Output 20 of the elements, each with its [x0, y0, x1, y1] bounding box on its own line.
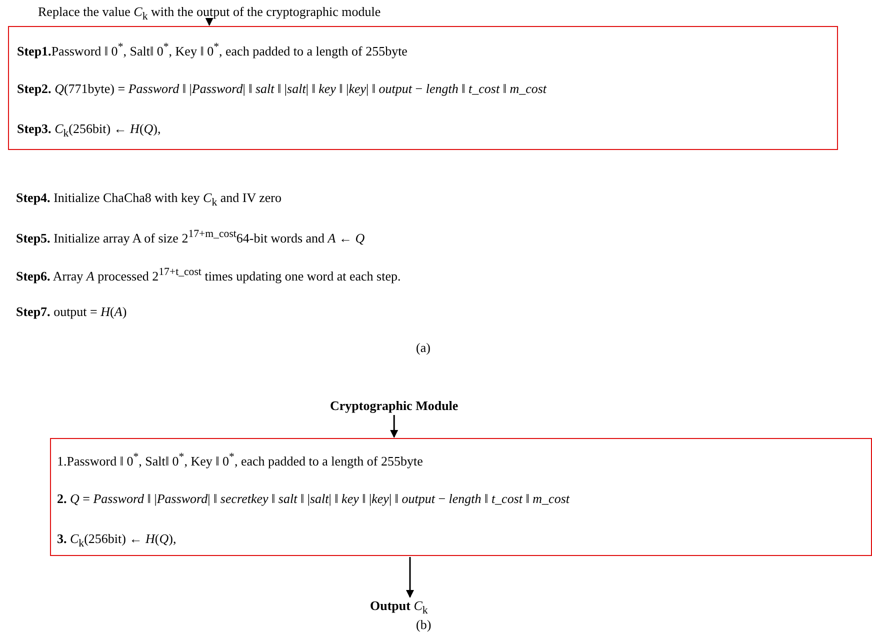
- output-label: Output C$_{k}$: [370, 598, 428, 617]
- arrow: [406, 557, 414, 598]
- module-box: [50, 438, 872, 556]
- step-text: Step3. C$_{k}$(256bit) ← H(Q),: [17, 121, 161, 140]
- step-text: Step1.Password ‖ 0$^{*}$, Salt‖ 0$^{*}$, Key ‖ 0$^{*}$, each padded to a length of 255byte: [17, 41, 408, 60]
- instruction-text: Replace the value C$_{k}$ with the output of the cryptographic module: [38, 4, 381, 23]
- arrow: [390, 415, 398, 438]
- step-text: Step5. Initialize array A of size 2$^{17+m_cost}$64-bit words and A ← Q: [16, 228, 365, 246]
- step-text: 3. C$_{k}$(256bit) ← H(Q),: [57, 531, 176, 550]
- step-text: Step6. Array A processed 2$^{17+t_cost}$ times updating one word at each step.: [16, 266, 401, 284]
- module-title: Cryptographic Module: [330, 398, 458, 414]
- step-text: Step7. output = H(A): [16, 304, 127, 320]
- panel-caption: (a): [416, 340, 430, 356]
- step-text: Step4. Initialize ChaCha8 with key C$_{k}$ and IV zero: [16, 190, 282, 209]
- panel-caption: (b): [416, 617, 432, 633]
- step-text: 2. Q = Password ‖ |Password| ‖ secretkey ‖ salt ‖ |salt| ‖ key ‖ |key| ‖ output − length ‖ t_cost ‖ m_cost: [57, 491, 570, 507]
- step-text: Step2. Q(771byte) = Password ‖ |Password| ‖ salt ‖ |salt| ‖ key ‖ |key| ‖ output − length ‖ t_cost ‖ m_cost: [17, 81, 547, 97]
- process-box: [8, 26, 838, 150]
- step-text: 1.Password ‖ 0$^{*}$, Salt‖ 0$^{*}$, Key ‖ 0$^{*}$, each padded to a length of 255byte: [57, 451, 423, 470]
- arrow: [205, 18, 214, 26]
